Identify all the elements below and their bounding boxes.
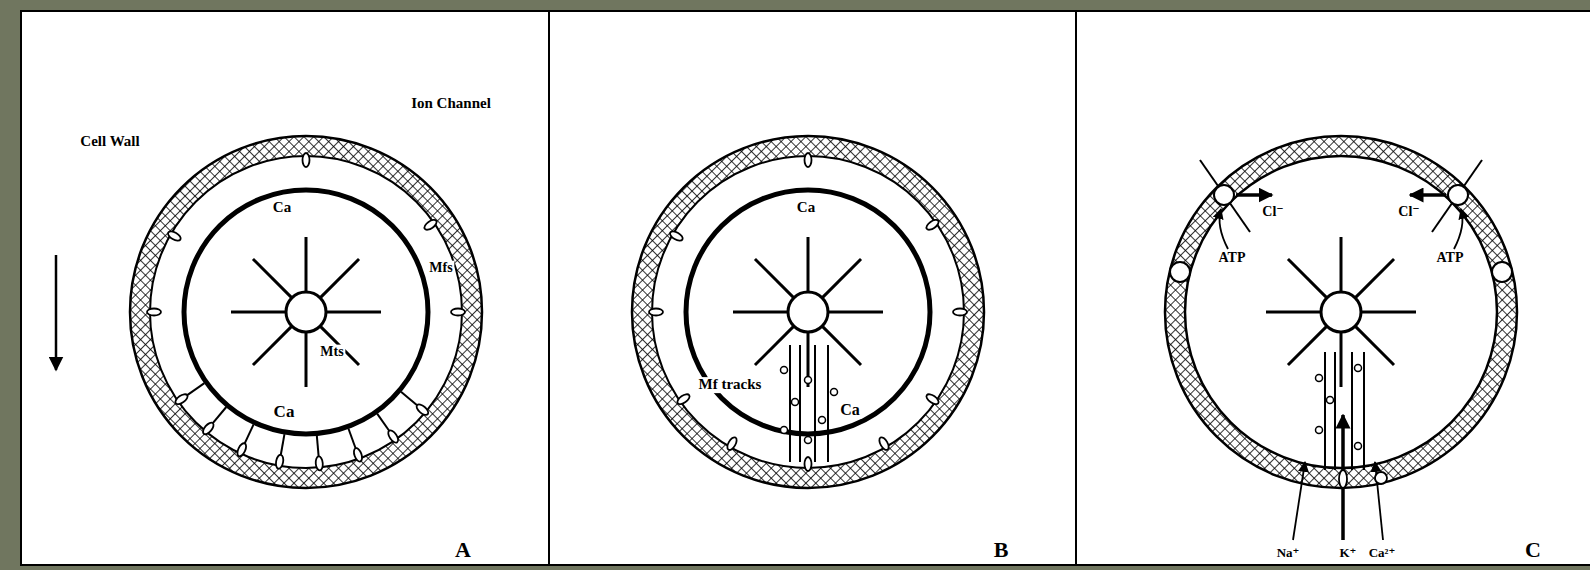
part-label: ATP: [1217, 251, 1248, 266]
panel-box: B: [548, 10, 1077, 566]
cell-a: [130, 136, 482, 488]
part-label: Ca: [795, 200, 817, 216]
part-label: Ca: [838, 402, 862, 419]
gravity-arrow: [55, 255, 58, 370]
mf-tracks: [781, 345, 838, 462]
part-label: ATP: [1435, 251, 1466, 266]
panel-letter: C: [1525, 539, 1541, 561]
cell-c: [1165, 136, 1517, 488]
ion-influx: [1293, 352, 1387, 540]
panel-letter: B: [994, 539, 1009, 561]
ion-pumps: [1170, 160, 1512, 282]
panel-letter: A: [455, 539, 471, 561]
part-label: Ca²⁺: [1367, 546, 1398, 560]
part-label: Mf tracks: [697, 377, 764, 393]
part-label: Cell Wall: [78, 134, 141, 150]
part-label: Mts: [318, 345, 345, 360]
part-label: K⁺: [1338, 546, 1359, 560]
part-label: Na⁺: [1275, 546, 1302, 560]
part-label: Ion Channel: [409, 96, 493, 112]
part-label: Cl⁻: [1396, 205, 1421, 220]
panel-box: A: [20, 10, 550, 566]
part-label: Ca: [272, 403, 297, 421]
part-label: Ca: [271, 200, 293, 216]
part-label: Cl⁻: [1260, 205, 1285, 220]
panel-box: C: [1075, 10, 1590, 566]
part-label: Mfs: [427, 261, 454, 276]
cell-b: [632, 136, 984, 488]
